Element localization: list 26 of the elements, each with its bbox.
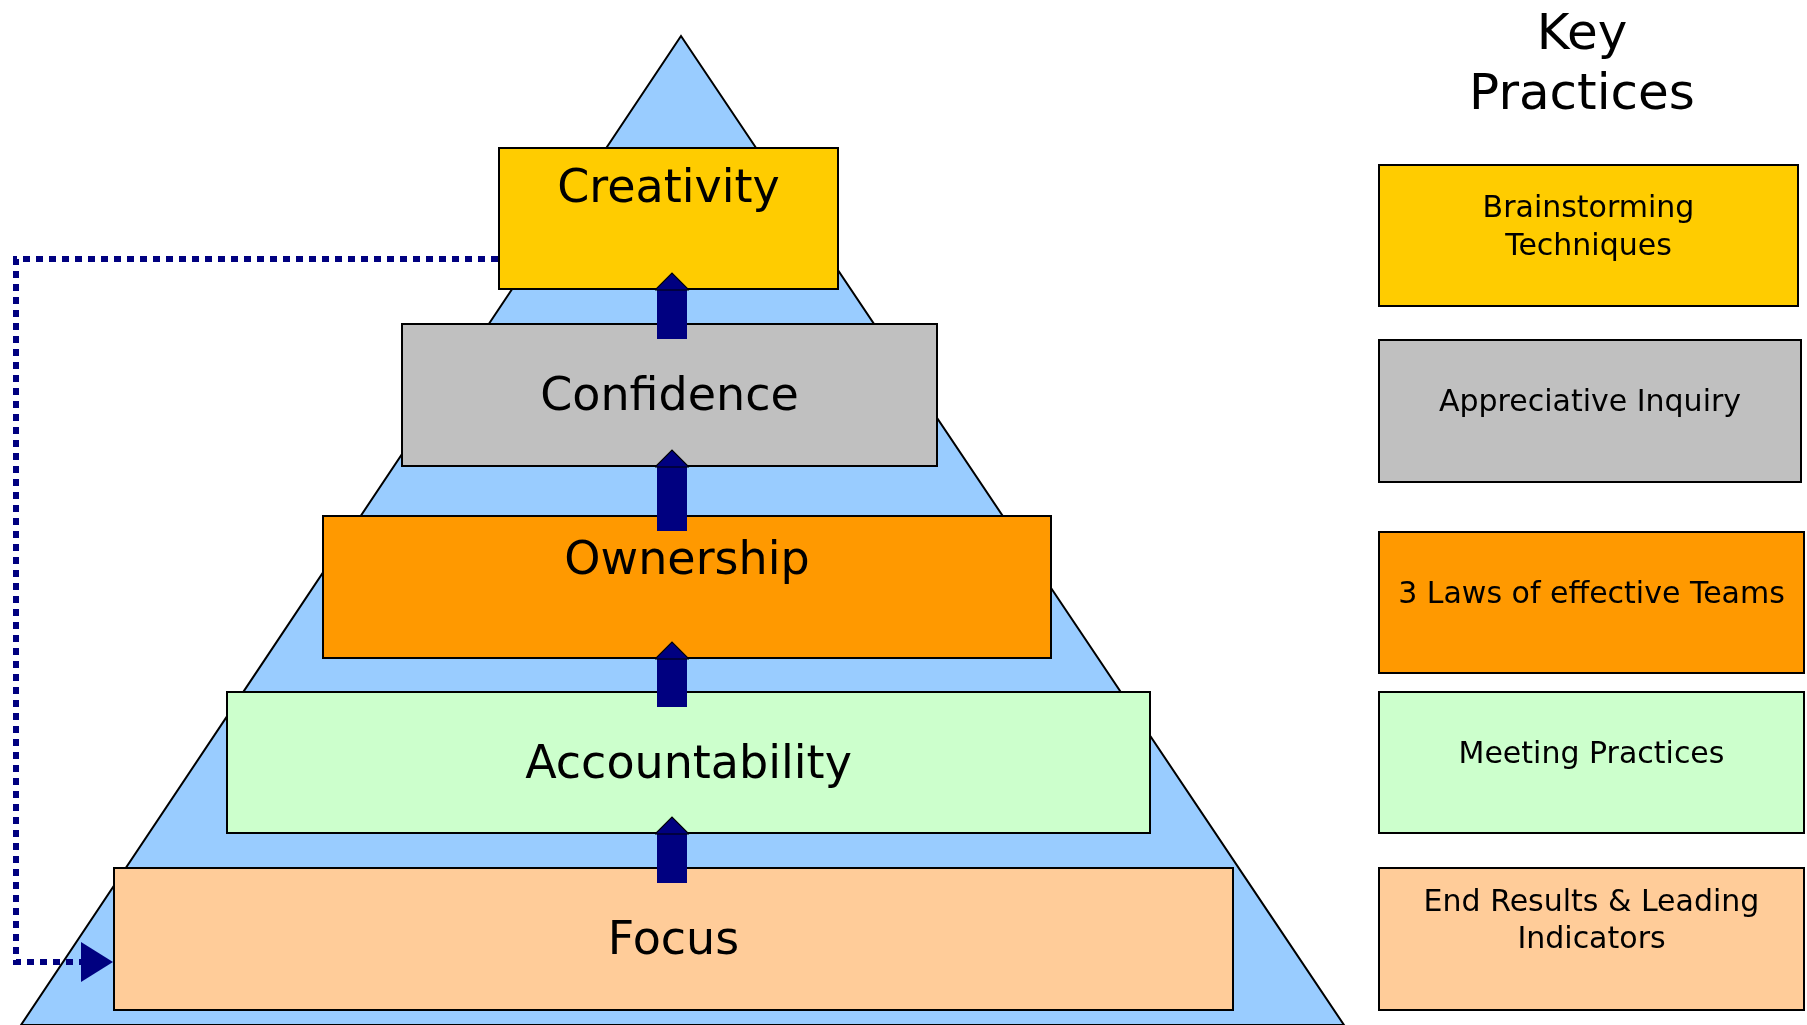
column-heading: Key Practices: [1468, 2, 1696, 122]
practice-label: Appreciative Inquiry: [1438, 382, 1742, 420]
level-box: [498, 147, 839, 290]
level-label: Creativity: [557, 157, 780, 215]
level-box: [113, 867, 1234, 1011]
block-arrow: [654, 272, 690, 339]
level-label: Ownership: [564, 530, 810, 588]
practice-label: End Results & Leading Indicators: [1422, 881, 1761, 957]
practice-box: [1378, 531, 1805, 674]
block-arrow: [654, 641, 690, 707]
practice-box: [1378, 164, 1799, 307]
practice-box: [1378, 867, 1805, 1011]
level-label: Confidence: [540, 366, 799, 424]
block-arrow: [654, 449, 690, 531]
level-box: [322, 515, 1052, 659]
practice-box: [1378, 691, 1805, 834]
practice-label: Meeting Practices: [1458, 733, 1725, 772]
practice-box: [1378, 339, 1802, 483]
level-box: [226, 691, 1151, 834]
level-label: Accountability: [525, 733, 852, 791]
level-box: [401, 323, 938, 467]
practice-label: Brainstorming Techniques: [1481, 188, 1696, 263]
block-arrow: [654, 816, 690, 883]
level-label: Focus: [607, 910, 740, 968]
practice-label: 3 Laws of effective Teams: [1398, 573, 1785, 612]
dotted-arrow: [13, 256, 498, 982]
